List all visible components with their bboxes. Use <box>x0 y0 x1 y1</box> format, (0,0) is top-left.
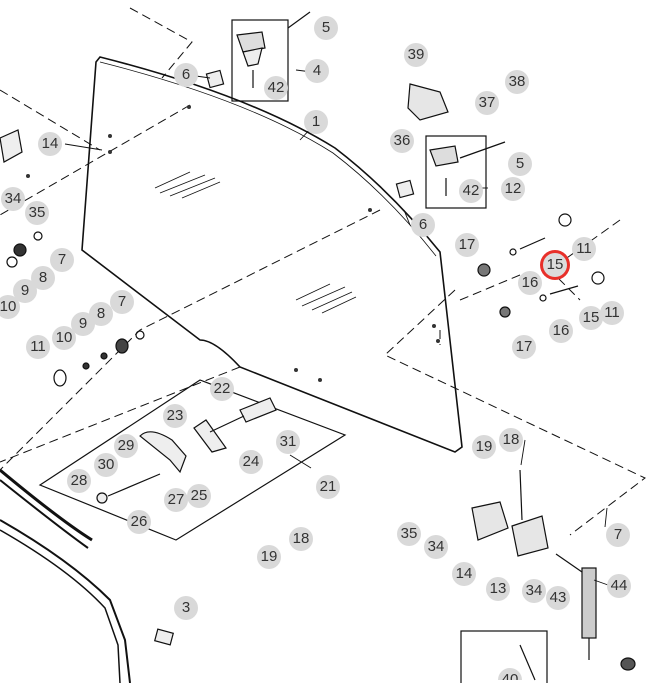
callout-31: 31 <box>276 430 300 454</box>
callout-5-top: 5 <box>314 16 338 40</box>
callout-19-right: 19 <box>472 435 496 459</box>
callout-24: 24 <box>239 450 263 474</box>
callout-11-left: 11 <box>26 335 50 359</box>
leader-lines <box>64 69 609 586</box>
callout-36: 36 <box>390 129 414 153</box>
callout-14-right: 14 <box>452 562 476 586</box>
callout-1: 1 <box>304 110 328 134</box>
callout-26: 26 <box>127 510 151 534</box>
callout-11-right-bottom: 11 <box>600 301 624 325</box>
callout-25: 25 <box>187 484 211 508</box>
callout-27: 27 <box>164 488 188 512</box>
callout-34-left: 34 <box>1 187 25 211</box>
callout-16-top: 16 <box>518 271 542 295</box>
callout-6-top: 6 <box>174 63 198 87</box>
callout-5-right: 5 <box>508 152 532 176</box>
callout-44: 44 <box>607 574 631 598</box>
callout-34-right: 34 <box>424 535 448 559</box>
callout-17-top: 17 <box>455 233 479 257</box>
callout-37: 37 <box>475 91 499 115</box>
callout-18-right: 18 <box>499 428 523 452</box>
callout-15-highlighted: 15 <box>543 253 567 277</box>
callout-6-right: 6 <box>411 213 435 237</box>
hinge-box-top <box>231 19 289 102</box>
callout-18-left: 18 <box>289 527 313 551</box>
gas-strut <box>581 567 597 639</box>
callout-12: 12 <box>501 177 525 201</box>
callout-7-left: 7 <box>50 248 74 272</box>
callout-19-left: 19 <box>257 545 281 569</box>
callout-21: 21 <box>316 475 340 499</box>
glass-panel <box>81 56 463 453</box>
callout-14-left: 14 <box>38 132 62 156</box>
callout-3: 3 <box>174 596 198 620</box>
callout-42-right: 42 <box>459 179 483 203</box>
callout-22: 22 <box>210 377 234 401</box>
callout-39: 39 <box>404 43 428 67</box>
reflection-hatch-bottom <box>295 283 357 314</box>
callout-35-left: 35 <box>25 201 49 225</box>
callout-40: 40 <box>498 668 522 680</box>
callout-43: 43 <box>546 586 570 610</box>
callout-28: 28 <box>67 469 91 493</box>
hinge-box-right <box>425 135 487 209</box>
callout-17-bottom: 17 <box>512 335 536 359</box>
callout-7-right: 7 <box>606 523 630 547</box>
callout-10-left: 10 <box>0 295 20 319</box>
callout-15-bottom: 15 <box>579 306 603 330</box>
handle-box <box>38 379 347 541</box>
reflection-hatch-top <box>154 171 221 199</box>
callout-16-bottom: 16 <box>549 319 573 343</box>
callout-11-right-top: 11 <box>572 237 596 261</box>
callout-7-mid: 7 <box>110 290 134 314</box>
callout-29: 29 <box>114 434 138 458</box>
callout-34-lower: 34 <box>522 579 546 603</box>
callout-4: 4 <box>305 59 329 83</box>
callout-13: 13 <box>486 577 510 601</box>
bracket-36 <box>407 83 449 121</box>
callout-8-mid: 8 <box>89 302 113 326</box>
callout-42-top: 42 <box>264 76 288 100</box>
callout-35-right: 35 <box>397 522 421 546</box>
callout-38: 38 <box>505 70 529 94</box>
box-bottom <box>460 630 548 683</box>
callout-23: 23 <box>163 404 187 428</box>
callout-30: 30 <box>94 453 118 477</box>
